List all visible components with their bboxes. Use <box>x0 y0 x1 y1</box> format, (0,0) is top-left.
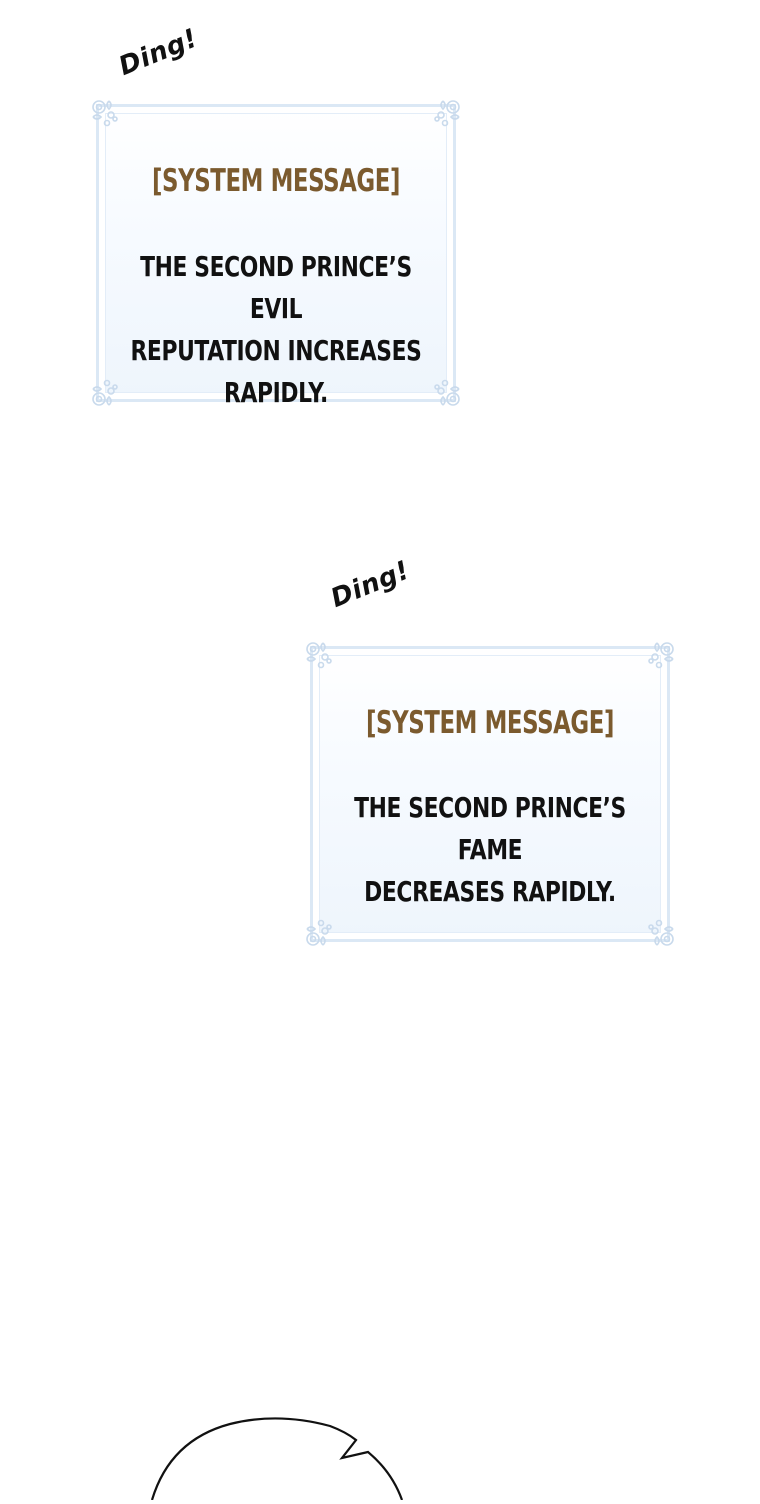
ornament-corner-icon <box>303 639 337 673</box>
ornament-corner-icon <box>643 915 677 949</box>
message-line: THE SECOND PRINCE’S FAME <box>354 791 626 866</box>
ding-sound-effect: Ding! <box>326 555 415 614</box>
message-line: THE SECOND PRINCE’S EVIL <box>140 250 412 325</box>
ding-sound-effect: Ding! <box>114 23 203 83</box>
message-line: REPUTATION INCREASES <box>130 334 422 367</box>
speech-bubble <box>0 1400 760 1501</box>
system-message-title: [SYSTEM MESSAGE] <box>151 163 401 199</box>
ornament-corner-icon <box>89 375 123 409</box>
system-message-title: [SYSTEM MESSAGE] <box>365 705 615 741</box>
ornament-corner-icon <box>429 375 463 409</box>
ornament-corner-icon <box>429 97 463 131</box>
ornament-corner-icon <box>643 639 677 673</box>
system-message-body: THE SECOND PRINCE’S FAME DECREASES RAPID… <box>336 787 643 913</box>
speech-bubble-icon <box>150 1417 404 1501</box>
system-message-panel: [SYSTEM MESSAGE] THE SECOND PRINCE’S FAM… <box>306 642 674 946</box>
message-line: DECREASES RAPIDLY. <box>364 875 616 908</box>
ornament-corner-icon <box>89 97 123 131</box>
message-line: RAPIDLY. <box>224 376 328 409</box>
system-message-body: THE SECOND PRINCE’S EVIL REPUTATION INCR… <box>122 246 429 414</box>
ornament-corner-icon <box>303 915 337 949</box>
system-message-panel: [SYSTEM MESSAGE] THE SECOND PRINCE’S EVI… <box>92 100 460 409</box>
